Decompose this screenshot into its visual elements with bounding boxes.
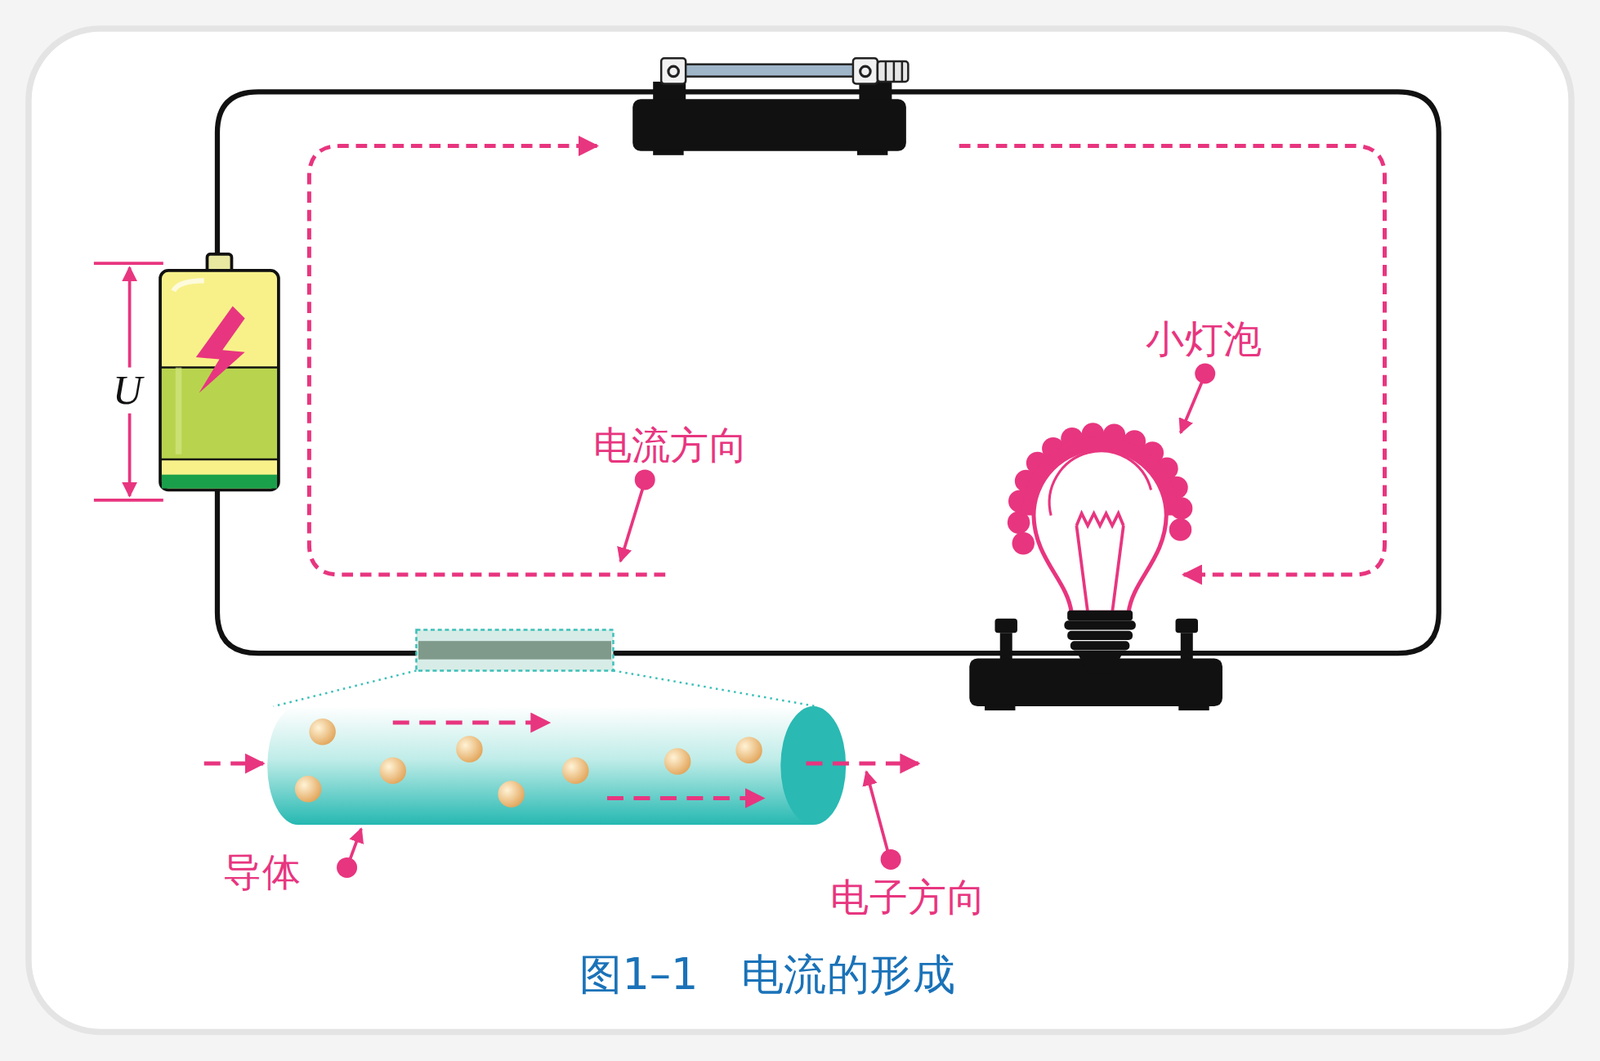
voltage-symbol: U <box>112 368 143 414</box>
conductor-label: 导体 <box>223 851 301 894</box>
figure-caption: 图1–1 电流的形成 <box>579 951 956 999</box>
conductor-cylinder <box>267 706 846 825</box>
zoom-indicator <box>273 629 817 707</box>
knife-switch <box>632 58 908 156</box>
bulb-holder <box>969 618 1223 711</box>
electron-direction-arrows <box>204 722 919 798</box>
bulb-label: 小灯泡 <box>1145 318 1262 362</box>
current-direction-path <box>308 146 1385 575</box>
battery <box>160 254 279 490</box>
light-bulb <box>1007 422 1194 674</box>
current-direction-label: 电流方向 <box>593 424 749 468</box>
voltage-dimension <box>93 263 164 501</box>
wire <box>217 91 1440 653</box>
panel <box>28 28 1572 1032</box>
leader-lines <box>336 363 1216 878</box>
electron-direction-label: 电子方向 <box>830 876 986 920</box>
